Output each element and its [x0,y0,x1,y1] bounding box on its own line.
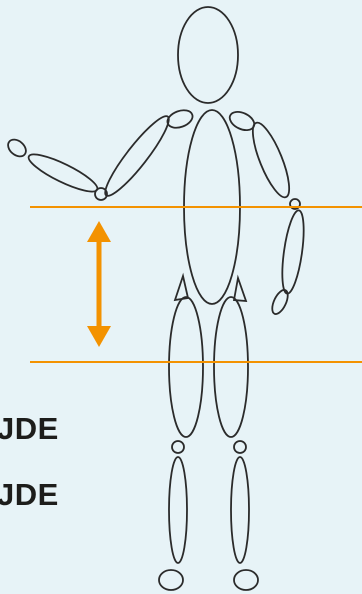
caption-line-1: JDE [0,413,59,444]
left-thigh [169,297,203,437]
left-hand [5,136,29,160]
double-arrow-icon [87,221,111,347]
left-knee [172,441,184,453]
left-upper-arm [98,110,175,201]
right-hip [234,278,246,301]
right-hand [269,288,291,317]
right-upper-arm [246,119,296,201]
caption-line-2: JDE [0,479,59,510]
right-foot [234,570,258,590]
left-foot [159,570,183,590]
right-forearm [278,209,308,295]
left-forearm [25,148,101,197]
left-shin [169,457,187,563]
right-knee [234,441,246,453]
right-shin [231,457,249,563]
right-thigh [214,297,248,437]
head [178,7,238,103]
